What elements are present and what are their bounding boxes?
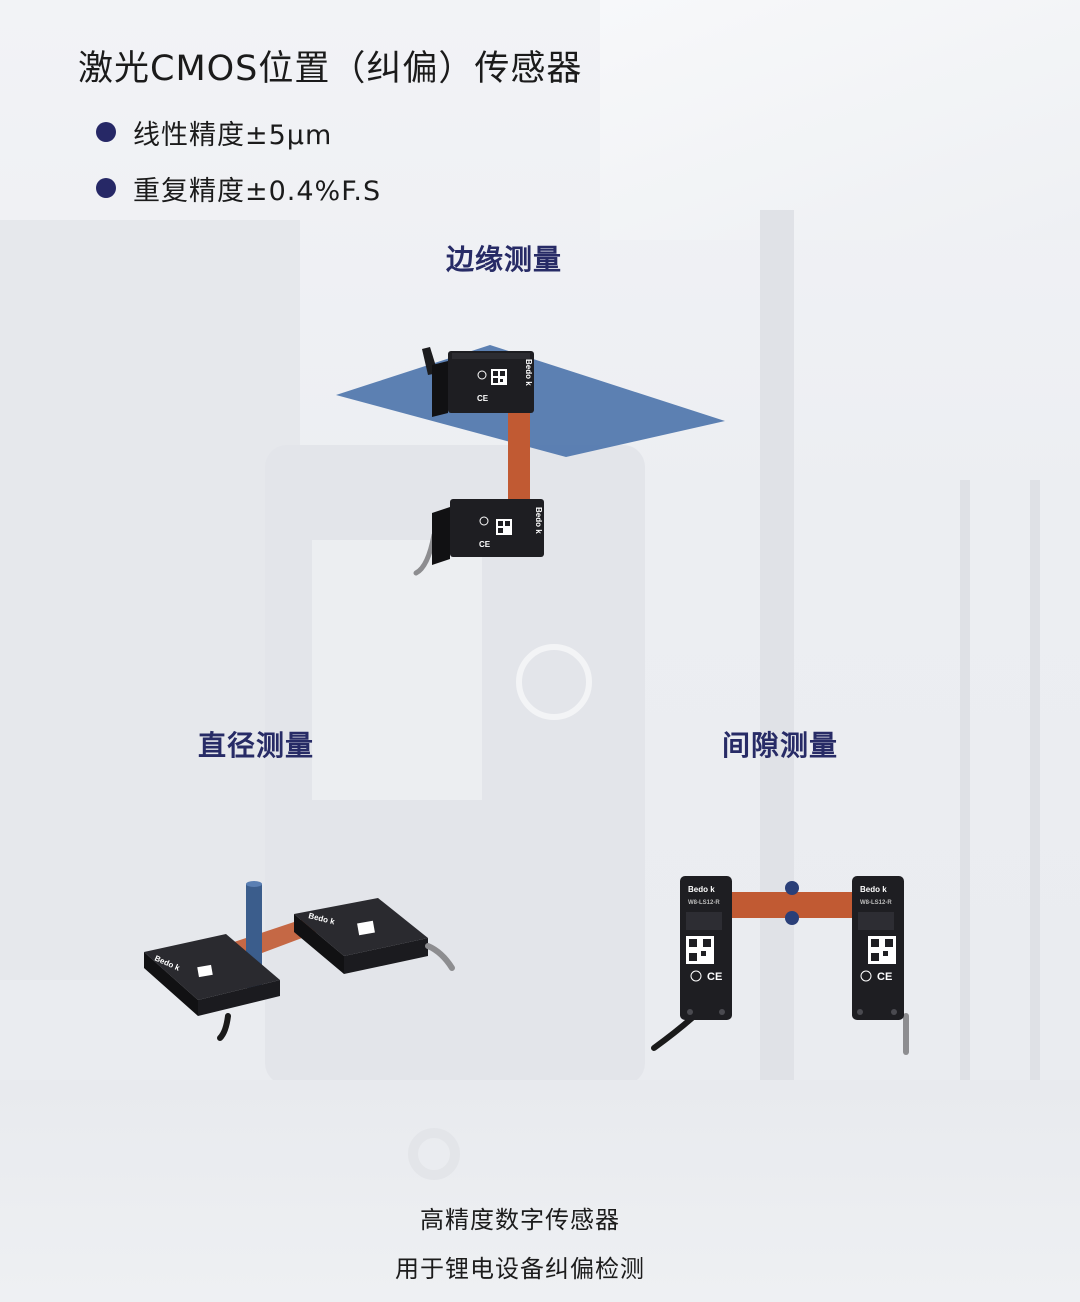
sensor-brand: Bedo k [524, 359, 533, 386]
diameter-measurement-label: 直径测量 [198, 730, 315, 761]
sensor-model: W8-LS12-R [860, 900, 892, 906]
spec-text: 线性精度±5μm [133, 119, 333, 151]
spec-list: 线性精度±5μm 重复精度±0.4%F.S [96, 104, 381, 216]
sensor-brand: Bedo k [534, 507, 543, 534]
gap-target-top [785, 881, 799, 895]
bg-round-logo [408, 1128, 460, 1180]
page-title: 激光CMOS位置（纠偏）传感器 [78, 49, 583, 89]
bottom-sensor: Bedo k CE [413, 499, 544, 576]
right-sensor: Bedo k [294, 898, 455, 974]
bullet-dot-icon [96, 178, 116, 198]
sensor-brand: Bedo k [688, 885, 715, 894]
bg-floor [0, 1080, 1080, 1302]
gap-target-bottom [785, 911, 799, 925]
sensor-model: W8-LS12-R [688, 900, 720, 906]
left-sensor: Bedo k W8-LS12-R CE [651, 876, 732, 1051]
bg-display-screen [312, 540, 482, 800]
spec-text: 重复精度±0.4%F.S [133, 175, 382, 207]
top-sensor: Bedo k CE [422, 347, 534, 417]
bg-ceiling-light [600, 0, 1080, 240]
gap-measurement-illustration: Bedo k W8-LS12-R CE Bedo k W8-LS12-R CE [651, 876, 909, 1055]
edge-measurement-illustration: Bedo k CE Bedo k CE [336, 345, 725, 576]
ce-mark: CE [477, 394, 489, 403]
gap-measurement-label: 间隙测量 [722, 730, 839, 761]
spec-item: 线性精度±5μm [96, 104, 381, 160]
bg-frame-right [960, 480, 1040, 1080]
right-sensor: Bedo k W8-LS12-R CE [852, 876, 909, 1055]
edge-measurement-label: 边缘测量 [446, 244, 563, 275]
sensor-brand: Bedo k [860, 885, 887, 894]
ce-mark: CE [479, 540, 491, 549]
ce-mark: CE [707, 971, 722, 983]
spec-item: 重复精度±0.4%F.S [96, 160, 381, 216]
caption-line-1: 高精度数字传感器 [420, 1206, 620, 1234]
ce-mark: CE [877, 971, 892, 983]
left-sensor: Bedo k [144, 934, 280, 1041]
bg-wall-left [0, 220, 300, 980]
caption-line-2: 用于锂电设备纠偏检测 [395, 1255, 645, 1283]
bg-display-ring [516, 644, 592, 720]
laser-beam [508, 403, 530, 507]
diameter-measurement-illustration: Bedo k Bedo k [144, 881, 455, 1041]
bullet-dot-icon [96, 122, 116, 142]
